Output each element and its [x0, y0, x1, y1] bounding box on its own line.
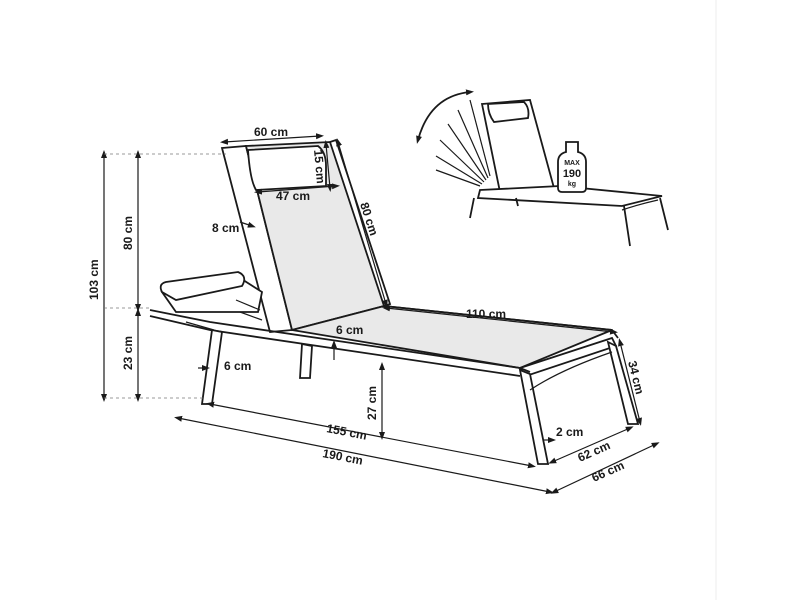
weight-unit: kg — [568, 181, 576, 188]
dim-line-66 — [550, 442, 660, 494]
label-15: 15 cm — [311, 149, 328, 184]
back-position-2 — [435, 155, 483, 185]
dim-line-47 — [254, 183, 340, 195]
side-rail-left — [149, 309, 531, 373]
label-110: 110 cm — [466, 307, 506, 321]
dim-line-190 — [174, 415, 554, 495]
dim-line-110 — [382, 305, 618, 335]
leg-front-right — [518, 368, 550, 465]
weight-value: 190 — [563, 168, 581, 180]
inset-seat — [476, 185, 663, 207]
inset-adjustable-lounger — [416, 89, 669, 247]
back-position-1 — [435, 169, 481, 187]
tray-hinges — [185, 299, 263, 331]
leg-front-left — [200, 328, 224, 405]
back-position-5 — [457, 109, 489, 179]
label-6-seat: 6 cm — [336, 323, 363, 337]
back-position-4 — [447, 123, 487, 181]
dimension-lines — [101, 133, 660, 495]
label-155: 155 cm — [325, 421, 368, 443]
dim-line-15 — [323, 140, 333, 192]
label-23: 23 cm — [121, 336, 135, 370]
rotation-arrow-icon — [416, 89, 474, 144]
side-rail-left-lower — [149, 315, 521, 377]
weight-icon — [557, 141, 587, 193]
label-66: 66 cm — [590, 458, 627, 485]
leg-brace — [529, 351, 613, 391]
label-103: 103 cm — [87, 259, 101, 300]
inset-headrest — [487, 101, 530, 123]
label-47: 47 cm — [276, 189, 310, 203]
inset-legs — [469, 197, 669, 247]
dim-line-8 — [239, 221, 256, 228]
leg-back-left — [299, 342, 313, 379]
dim-line-80-back — [336, 138, 388, 308]
max-weight-badge: MAX 190 kg — [557, 141, 587, 193]
side-tray-pillow — [159, 271, 246, 301]
back-position-6 — [469, 99, 491, 177]
inset-leg-brace — [621, 199, 659, 211]
dim-line-34 — [618, 338, 642, 426]
label-6-leg: 6 cm — [224, 359, 251, 373]
label-190: 190 cm — [321, 446, 364, 468]
label-60: 60 cm — [254, 125, 288, 139]
label-2: 2 cm — [556, 425, 583, 439]
weight-max-label: MAX — [564, 160, 580, 167]
label-62: 62 cm — [576, 438, 613, 465]
back-position-3 — [439, 139, 485, 183]
label-80-vertical: 80 cm — [121, 216, 135, 250]
label-27: 27 cm — [365, 386, 379, 420]
dim-line-60 — [220, 133, 324, 145]
label-8: 8 cm — [212, 221, 239, 235]
